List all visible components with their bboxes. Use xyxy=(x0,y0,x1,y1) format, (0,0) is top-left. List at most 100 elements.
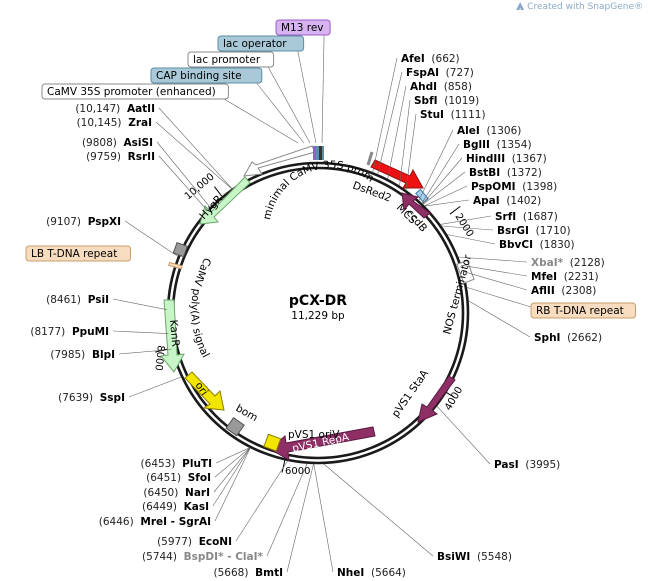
restriction-site-label[interactable]: PspOMI (1398) xyxy=(471,181,557,193)
restriction-site-label[interactable]: (8177) PpuMI xyxy=(30,326,109,338)
restriction-site-label[interactable]: (7639) SspI xyxy=(58,392,125,404)
restriction-site-label[interactable]: PasI (3995) xyxy=(494,459,560,471)
site-leader-line xyxy=(214,447,251,478)
feature-leader-line xyxy=(255,81,305,144)
site-name: SphI xyxy=(534,332,560,344)
restriction-site-label[interactable]: (9808) AsiSI xyxy=(82,137,153,149)
gray-marker xyxy=(172,241,188,258)
site-leader-line xyxy=(458,256,528,263)
restriction-site-label[interactable]: (9107) PspXI xyxy=(46,216,121,228)
site-name: SspI xyxy=(100,392,125,404)
boxed-feature[interactable]: RB T-DNA repeat xyxy=(530,302,636,319)
tick-label: 8000 xyxy=(152,345,166,371)
restriction-site-label[interactable]: BbvCI (1830) xyxy=(499,239,575,251)
site-position: (5664) xyxy=(371,567,406,579)
feature-box xyxy=(25,245,131,262)
boxed-feature[interactable]: CaMV 35S promoter (enhanced) xyxy=(41,83,299,144)
restriction-site-label[interactable]: BsiWI (5548) xyxy=(437,551,512,563)
restriction-site-label[interactable]: AfeI (662) xyxy=(401,53,460,65)
site-name: BstBI xyxy=(469,167,500,179)
site-name: BspDI* - ClaI* xyxy=(184,551,264,563)
restriction-site-label[interactable]: AflII (2308) xyxy=(531,285,596,297)
restriction-site-label[interactable]: ApaI (1402) xyxy=(473,195,541,207)
site-position: (1019) xyxy=(444,95,479,107)
site-position: (1402) xyxy=(506,195,541,207)
site-leader-line xyxy=(463,271,528,291)
boxed-feature[interactable]: lac operator xyxy=(217,35,317,144)
restriction-site-label[interactable]: BstBI (1372) xyxy=(469,167,542,179)
boxed-feature[interactable]: LB T-DNA repeat xyxy=(25,245,131,262)
restriction-site-label[interactable]: SphI (2662) xyxy=(534,332,602,344)
restriction-site-label[interactable]: (8461) PsiI xyxy=(46,294,109,306)
restriction-sites: AfeI (662) FspAI (727) AhdI (858) SbfI (101… xyxy=(30,53,613,579)
feature-label: KanR xyxy=(167,319,181,347)
site-position: (6446) xyxy=(99,516,134,528)
site-position: (5744) xyxy=(142,551,177,563)
restriction-site-label[interactable]: (6449) KasI xyxy=(142,501,209,513)
restriction-site-label[interactable]: AleI (1306) xyxy=(457,125,521,137)
site-leader-line xyxy=(372,57,398,173)
feature-box-label: RB T-DNA repeat xyxy=(536,305,624,317)
restriction-site-label[interactable]: SbfI (1019) xyxy=(414,95,479,107)
boxed-feature[interactable]: lac promoter xyxy=(187,51,311,144)
restriction-site-label[interactable]: (5977) EcoNI xyxy=(157,536,232,548)
site-position: (2231) xyxy=(564,271,599,283)
restriction-site-label[interactable]: AhdI (858) xyxy=(410,81,472,93)
site-leader-line xyxy=(399,99,411,186)
restriction-site-label[interactable]: (5744) BspDI* - ClaI* xyxy=(142,551,263,563)
site-position: (8177) xyxy=(30,326,65,338)
feature-label: CaMV poly(A) signal xyxy=(188,256,213,360)
restriction-site-label[interactable]: (7985) BlpI xyxy=(50,349,115,361)
site-name: AsiSI xyxy=(124,137,153,149)
site-leader-line xyxy=(446,234,496,245)
restriction-site-label[interactable]: (6451) SfoI xyxy=(146,472,211,484)
restriction-site-label[interactable]: (10,147) AatII xyxy=(75,103,155,115)
site-position: (9759) xyxy=(86,151,121,163)
site-name: ZraI xyxy=(128,117,152,129)
site-name: EcoNI xyxy=(199,536,232,548)
restriction-site-label[interactable]: BsrGI (1710) xyxy=(497,225,571,237)
site-leader-line xyxy=(235,460,288,542)
site-name: AflII xyxy=(531,285,555,297)
site-name: AleI xyxy=(457,125,480,137)
restriction-site-label[interactable]: (10,145) ZraI xyxy=(77,117,152,129)
restriction-site-label[interactable]: SrfI (1687) xyxy=(495,211,558,223)
site-position: (9808) xyxy=(82,137,117,149)
feature-box-label: CaMV 35S promoter (enhanced) xyxy=(47,86,216,98)
site-name: XbaI* xyxy=(531,257,564,269)
site-leader-line xyxy=(421,143,460,204)
restriction-site-label[interactable]: MfeI (2231) xyxy=(531,271,599,283)
site-leader-line xyxy=(286,463,314,573)
lb-repeat-mark xyxy=(168,261,183,270)
site-leader-line xyxy=(158,107,233,190)
restriction-site-label[interactable]: (6450) NarI xyxy=(143,487,210,499)
restriction-site-label[interactable]: (6453) PluTI xyxy=(141,458,212,470)
boxed-feature[interactable]: CAP binding site xyxy=(150,67,305,144)
restriction-site-label[interactable]: StuI (1111) xyxy=(420,109,486,121)
restriction-site-label[interactable]: BglII (1354) xyxy=(463,139,532,151)
restriction-site-label[interactable]: (9759) RsrII xyxy=(86,151,155,163)
site-position: (7639) xyxy=(58,392,93,404)
site-position: (6450) xyxy=(143,487,178,499)
site-name: PspXI xyxy=(88,216,121,228)
site-position: (1830) xyxy=(540,239,575,251)
restriction-site-label[interactable]: (5668) BmtI xyxy=(214,567,283,579)
site-leader-line xyxy=(266,463,308,557)
site-position: (5668) xyxy=(214,567,249,579)
site-leader-line xyxy=(124,220,179,257)
restriction-site-label[interactable]: FspAI (727) xyxy=(406,67,474,79)
restriction-site-label[interactable]: NheI (5664) xyxy=(337,567,406,579)
site-position: (1111) xyxy=(451,109,486,121)
restriction-site-label[interactable]: XbaI* (2128) xyxy=(531,257,605,269)
boxed-feature[interactable]: M13 rev xyxy=(275,19,331,144)
site-name: SbfI xyxy=(414,95,438,107)
tick-2000: 2000 xyxy=(449,205,475,239)
restriction-site-label[interactable]: (6446) MreI - SgrAI xyxy=(99,516,211,528)
site-leader-lines xyxy=(112,57,532,573)
restriction-site-label[interactable]: HindIII (1367) xyxy=(466,153,547,165)
site-name: BsiWI xyxy=(437,551,470,563)
site-name: BglII xyxy=(463,139,490,151)
site-name: BlpI xyxy=(92,349,115,361)
site-position: (727) xyxy=(446,67,474,79)
feature-nos-terminator: NOS terminator xyxy=(441,253,475,336)
